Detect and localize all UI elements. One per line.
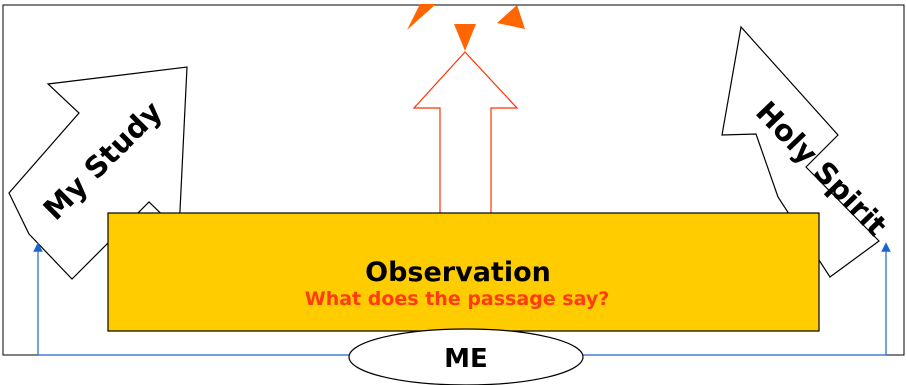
observation-title: Observation bbox=[365, 257, 551, 288]
triangle-left-icon bbox=[407, 4, 436, 30]
triangle-center-icon bbox=[454, 24, 476, 51]
observation-box bbox=[107, 212, 820, 332]
me-ellipse bbox=[348, 328, 584, 385]
observation-question: What does the passage say? bbox=[305, 288, 610, 310]
center-up-arrow bbox=[412, 51, 519, 215]
connector-lines bbox=[33, 242, 891, 356]
triangle-right-icon bbox=[497, 5, 525, 29]
me-label: ME bbox=[444, 344, 488, 374]
